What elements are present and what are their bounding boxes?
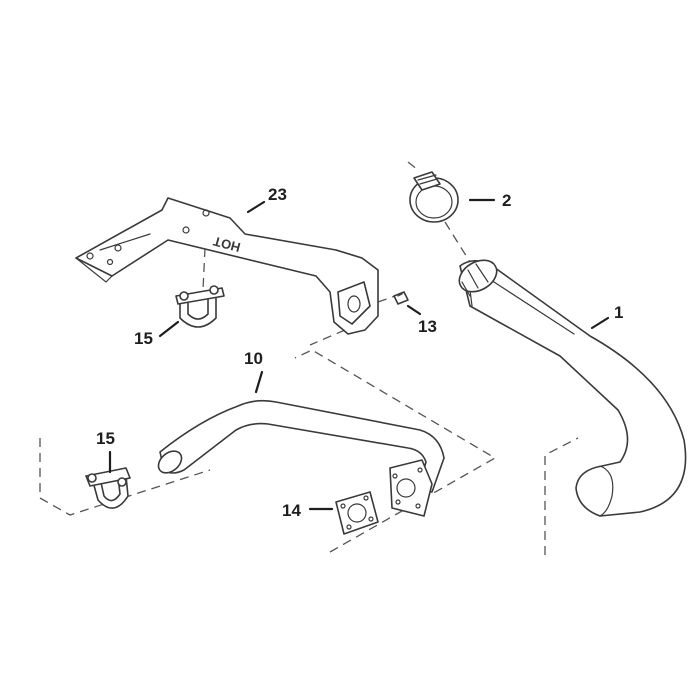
assembly-line-bolt: [377, 295, 396, 303]
assembly-line-bracket-to-clamp: [202, 247, 206, 291]
hose-part-1: [458, 259, 687, 517]
callout-15-upper: 15: [134, 329, 153, 348]
leader-13: [406, 304, 422, 316]
callout-1: 1: [614, 303, 623, 322]
leader-10: [254, 370, 264, 394]
bolt-part-13: [393, 291, 409, 305]
clamp-part-15-upper: [175, 285, 225, 328]
leader-15-upper: [158, 320, 180, 338]
callout-leaders: [108, 198, 610, 511]
assembly-line-lower-frame: [294, 349, 497, 553]
leader-1: [590, 316, 610, 330]
callout-2: 2: [502, 191, 511, 210]
leader-23: [246, 200, 266, 214]
callout-14: 14: [282, 501, 301, 520]
callout-23: 23: [268, 185, 287, 204]
clamp-part-15-lower: [85, 467, 131, 509]
assembly-line-left-frame: [39, 438, 211, 516]
hose-clamp-part-2: [409, 171, 459, 223]
bracket-part-23: HOT: [75, 197, 379, 335]
callout-15-lower: 15: [96, 429, 115, 448]
assembly-line-clamp-top: [407, 161, 419, 171]
bracket-stamp: HOT: [212, 234, 242, 256]
assembly-line-hose-down: [544, 437, 579, 555]
assembly-line-bracket-to-pipe: [309, 329, 346, 346]
callout-13: 13: [418, 317, 437, 336]
assembly-line-clamp-to-hose: [444, 221, 471, 263]
callout-labels: 1 2 10 13 14 15 15 23: [96, 185, 623, 520]
pipe-part-10: [157, 399, 445, 517]
callout-10: 10: [244, 349, 263, 368]
gasket-part-14: [335, 491, 379, 535]
